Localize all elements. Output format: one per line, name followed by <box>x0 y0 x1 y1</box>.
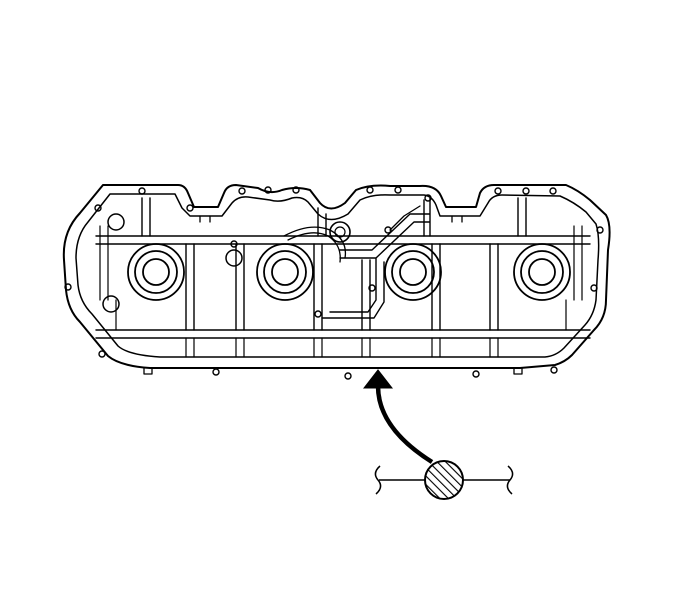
break-line-icon <box>374 465 382 495</box>
gasket-cross-section-icon <box>374 460 514 500</box>
locator-tabs <box>143 215 523 375</box>
left-pin-boss-lower <box>102 295 120 313</box>
left-pcv-boss <box>107 213 125 231</box>
plug-boss-2 <box>256 243 314 301</box>
plug-boss-1 <box>127 243 185 301</box>
plug-boss-4 <box>513 243 571 301</box>
bolt-holes <box>64 186 604 380</box>
gasket-inner-outline <box>75 193 600 358</box>
wire-harness <box>283 205 421 263</box>
frame-vertical-ribs <box>141 197 527 331</box>
upper-center-boss <box>329 221 351 243</box>
curved-arrow-icon <box>362 369 434 464</box>
upper-center-boss-inner <box>334 226 346 238</box>
gasket-outer-outline <box>62 184 611 369</box>
frame-side-ribs <box>99 225 583 331</box>
frame-bottom-ribs <box>185 337 499 358</box>
break-line-icon <box>506 465 514 495</box>
plug-boss-3 <box>384 243 442 301</box>
left-pin-boss-upper <box>225 249 243 267</box>
